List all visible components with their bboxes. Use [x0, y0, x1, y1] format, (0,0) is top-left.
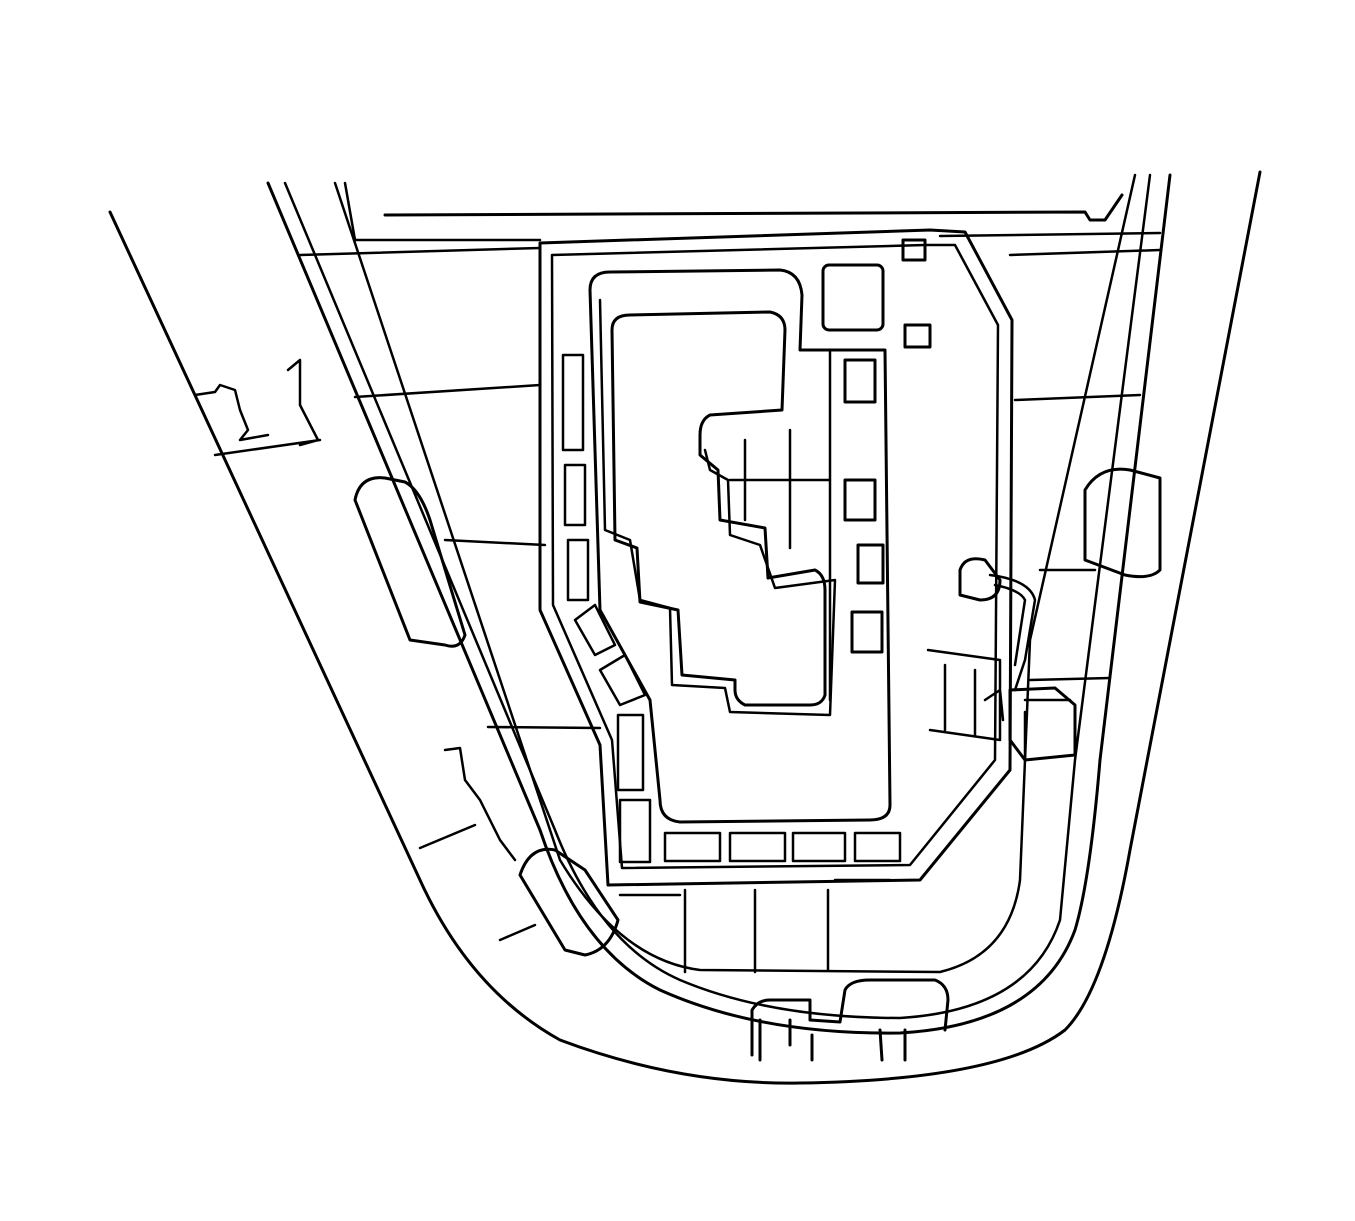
console-inner-edge: [266, 173, 1172, 1035]
rib-lines: [298, 246, 1162, 730]
bottom-tabs: [750, 978, 950, 1062]
shift-gate-outer: [588, 268, 892, 824]
wiring-connector: [926, 557, 1077, 762]
shift-gate-slot: [610, 310, 827, 707]
right-clip: [1083, 467, 1162, 579]
bezel-frame-inner: [550, 243, 1000, 870]
top-panel-edge: [383, 193, 1124, 222]
indicator-windows: [821, 238, 932, 654]
bezel-left-ribs: [561, 353, 652, 864]
bottom-left-clip: [518, 847, 620, 957]
bezel-bottom-ribs: [618, 831, 902, 974]
shift-gate-grid: [728, 348, 832, 702]
left-clip: [353, 476, 467, 648]
top-panel-lower-edge: [343, 181, 1162, 242]
left-trim-steps: [193, 358, 537, 942]
console-inner-edge-2: [283, 173, 1152, 1020]
bezel-frame-outer: [538, 228, 1014, 887]
shift-gate-slot-inner: [598, 298, 837, 717]
console-inner-edge-3: [333, 173, 1137, 974]
console-outer-edge: [108, 170, 1262, 1085]
